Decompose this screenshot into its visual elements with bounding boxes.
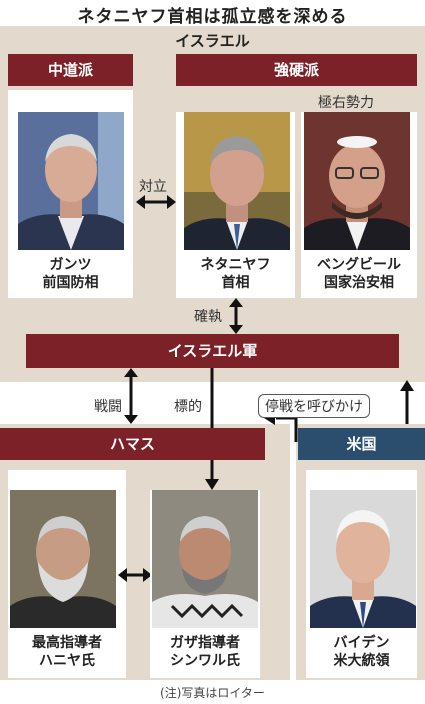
discord-label: 確執 xyxy=(194,309,222,325)
haniyeh-photo xyxy=(10,490,116,628)
ben-gvir-title: 国家治安相 xyxy=(324,275,394,291)
page-title: ネタニヤフ首相は孤立感を深める xyxy=(77,7,348,27)
israel-army-bar: イスラエル軍 xyxy=(26,334,399,368)
hardliners-header: 強硬派 xyxy=(176,54,417,86)
gantz-title: 前国防相 xyxy=(42,275,99,291)
haniyeh-name: ハニヤ氏 xyxy=(39,653,95,669)
ben-gvir-photo xyxy=(304,112,410,250)
biden-photo xyxy=(310,490,416,628)
fighting-arrow xyxy=(124,368,138,424)
gantz-photo xyxy=(18,112,124,250)
israel-label: イスラエル xyxy=(175,32,250,50)
hamas-header: ハマス xyxy=(0,428,265,460)
ben-gvir-name: ベングビール xyxy=(317,257,401,273)
sinwar-title: ガザ指導者 xyxy=(170,635,240,651)
moderates-header: 中道派 xyxy=(8,54,133,86)
discord-arrow xyxy=(229,298,243,334)
netanyahu-photo xyxy=(184,112,290,250)
far-right-label: 極右勢力 xyxy=(318,95,374,111)
hamas-leaders-arrow xyxy=(118,568,152,582)
ceasefire-label: 停戦を呼びかけ xyxy=(258,394,370,418)
haniyeh-title: 最高指導者 xyxy=(32,635,102,651)
netanyahu-title: 首相 xyxy=(221,275,250,291)
sinwar-name: シンワル氏 xyxy=(170,653,240,669)
netanyahu-name: ネタニヤフ xyxy=(200,257,271,273)
biden-name: バイデン xyxy=(333,635,390,651)
target-arrow xyxy=(205,368,219,490)
confrontation-arrow xyxy=(136,195,176,209)
sinwar-photo xyxy=(152,490,258,628)
fighting-label: 戦闘 xyxy=(94,399,122,415)
biden-title: 米大統領 xyxy=(333,653,390,669)
us-header: 米国 xyxy=(298,428,425,460)
target-label: 標的 xyxy=(174,399,202,415)
footnote: (注)写真はロイター xyxy=(160,686,265,700)
confrontation-label: 対立 xyxy=(139,179,167,195)
ceasefire-arrows xyxy=(264,380,414,442)
gantz-name: ガンツ xyxy=(49,257,92,273)
